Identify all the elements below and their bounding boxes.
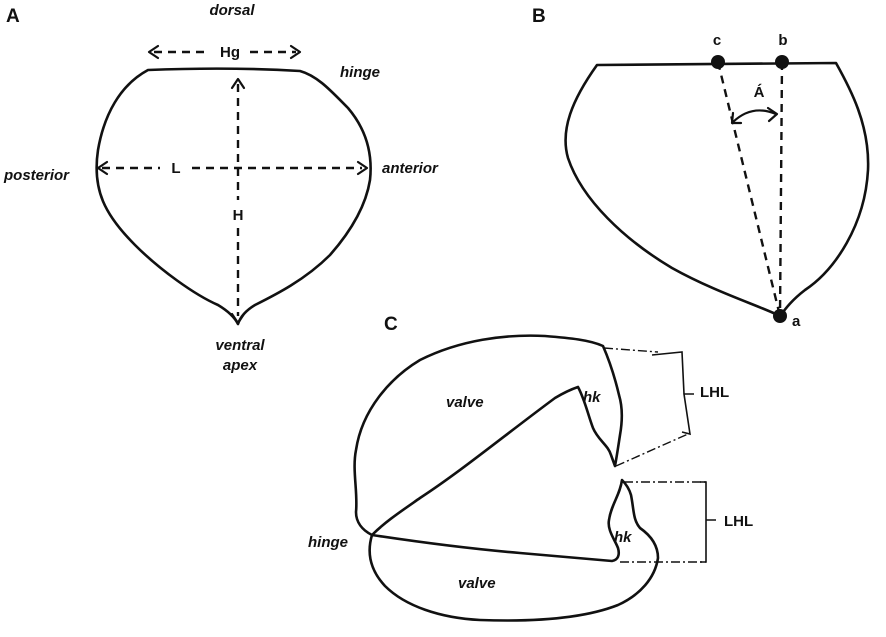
l-arrowhead-left (96, 160, 109, 176)
angle-arrowhead-left (730, 111, 743, 125)
hg-arrowhead-left (147, 44, 160, 60)
angle-arrowhead-right (766, 106, 779, 123)
h-arrowhead-bottom (230, 312, 246, 325)
panel-c: C LHL LHL valve valve hinge hk hk (308, 314, 753, 622)
point-b-marker (775, 55, 789, 69)
point-a-label: a (792, 313, 801, 330)
dorsal-label: dorsal (209, 2, 255, 19)
panel-b: B Á c b a (532, 6, 870, 330)
bracket-top (651, 351, 694, 436)
panel-b-shell-outline (564, 61, 870, 318)
l-arrowhead-right (356, 160, 369, 176)
point-c-marker (711, 55, 725, 69)
guide-top-1 (603, 347, 659, 353)
lower-valve-outline (368, 478, 660, 622)
hinge-label-a: hinge (340, 64, 380, 81)
panel-a-letter: A (6, 6, 20, 27)
panel-a-shell-outline (95, 67, 372, 326)
hinge-label-c: hinge (308, 534, 348, 551)
apex-label: apex (223, 357, 258, 374)
guide-top-2 (615, 433, 689, 467)
valve-label-top: valve (446, 394, 484, 411)
point-c-label: c (713, 32, 721, 49)
lhl-label-top: LHL (700, 384, 729, 401)
hg-arrowhead-right (289, 44, 302, 60)
hg-label: Hg (220, 44, 240, 61)
hk-label-bottom: hk (614, 529, 632, 546)
posterior-label: posterior (3, 167, 70, 184)
panel-b-letter: B (532, 6, 546, 27)
bracket-bottom (700, 481, 716, 563)
hk-label-top: hk (583, 389, 601, 406)
h-arrowhead-top (230, 77, 246, 90)
panel-c-letter: C (384, 314, 398, 335)
point-a-marker (773, 309, 787, 323)
ventral-label: ventral (215, 337, 265, 354)
upper-valve-outline (353, 334, 624, 537)
panel-a: A Hg L H dorsal hinge posterior anterior… (3, 2, 439, 374)
line-b-to-a (778, 61, 784, 317)
angle-label: Á (754, 84, 765, 101)
point-b-label: b (778, 32, 787, 49)
l-label: L (171, 160, 180, 177)
h-label: H (233, 207, 244, 224)
valve-label-bottom: valve (458, 575, 496, 592)
line-c-to-a (716, 61, 782, 317)
lhl-label-bottom: LHL (724, 513, 753, 530)
anterior-label: anterior (382, 160, 439, 177)
angle-arc (731, 109, 778, 124)
